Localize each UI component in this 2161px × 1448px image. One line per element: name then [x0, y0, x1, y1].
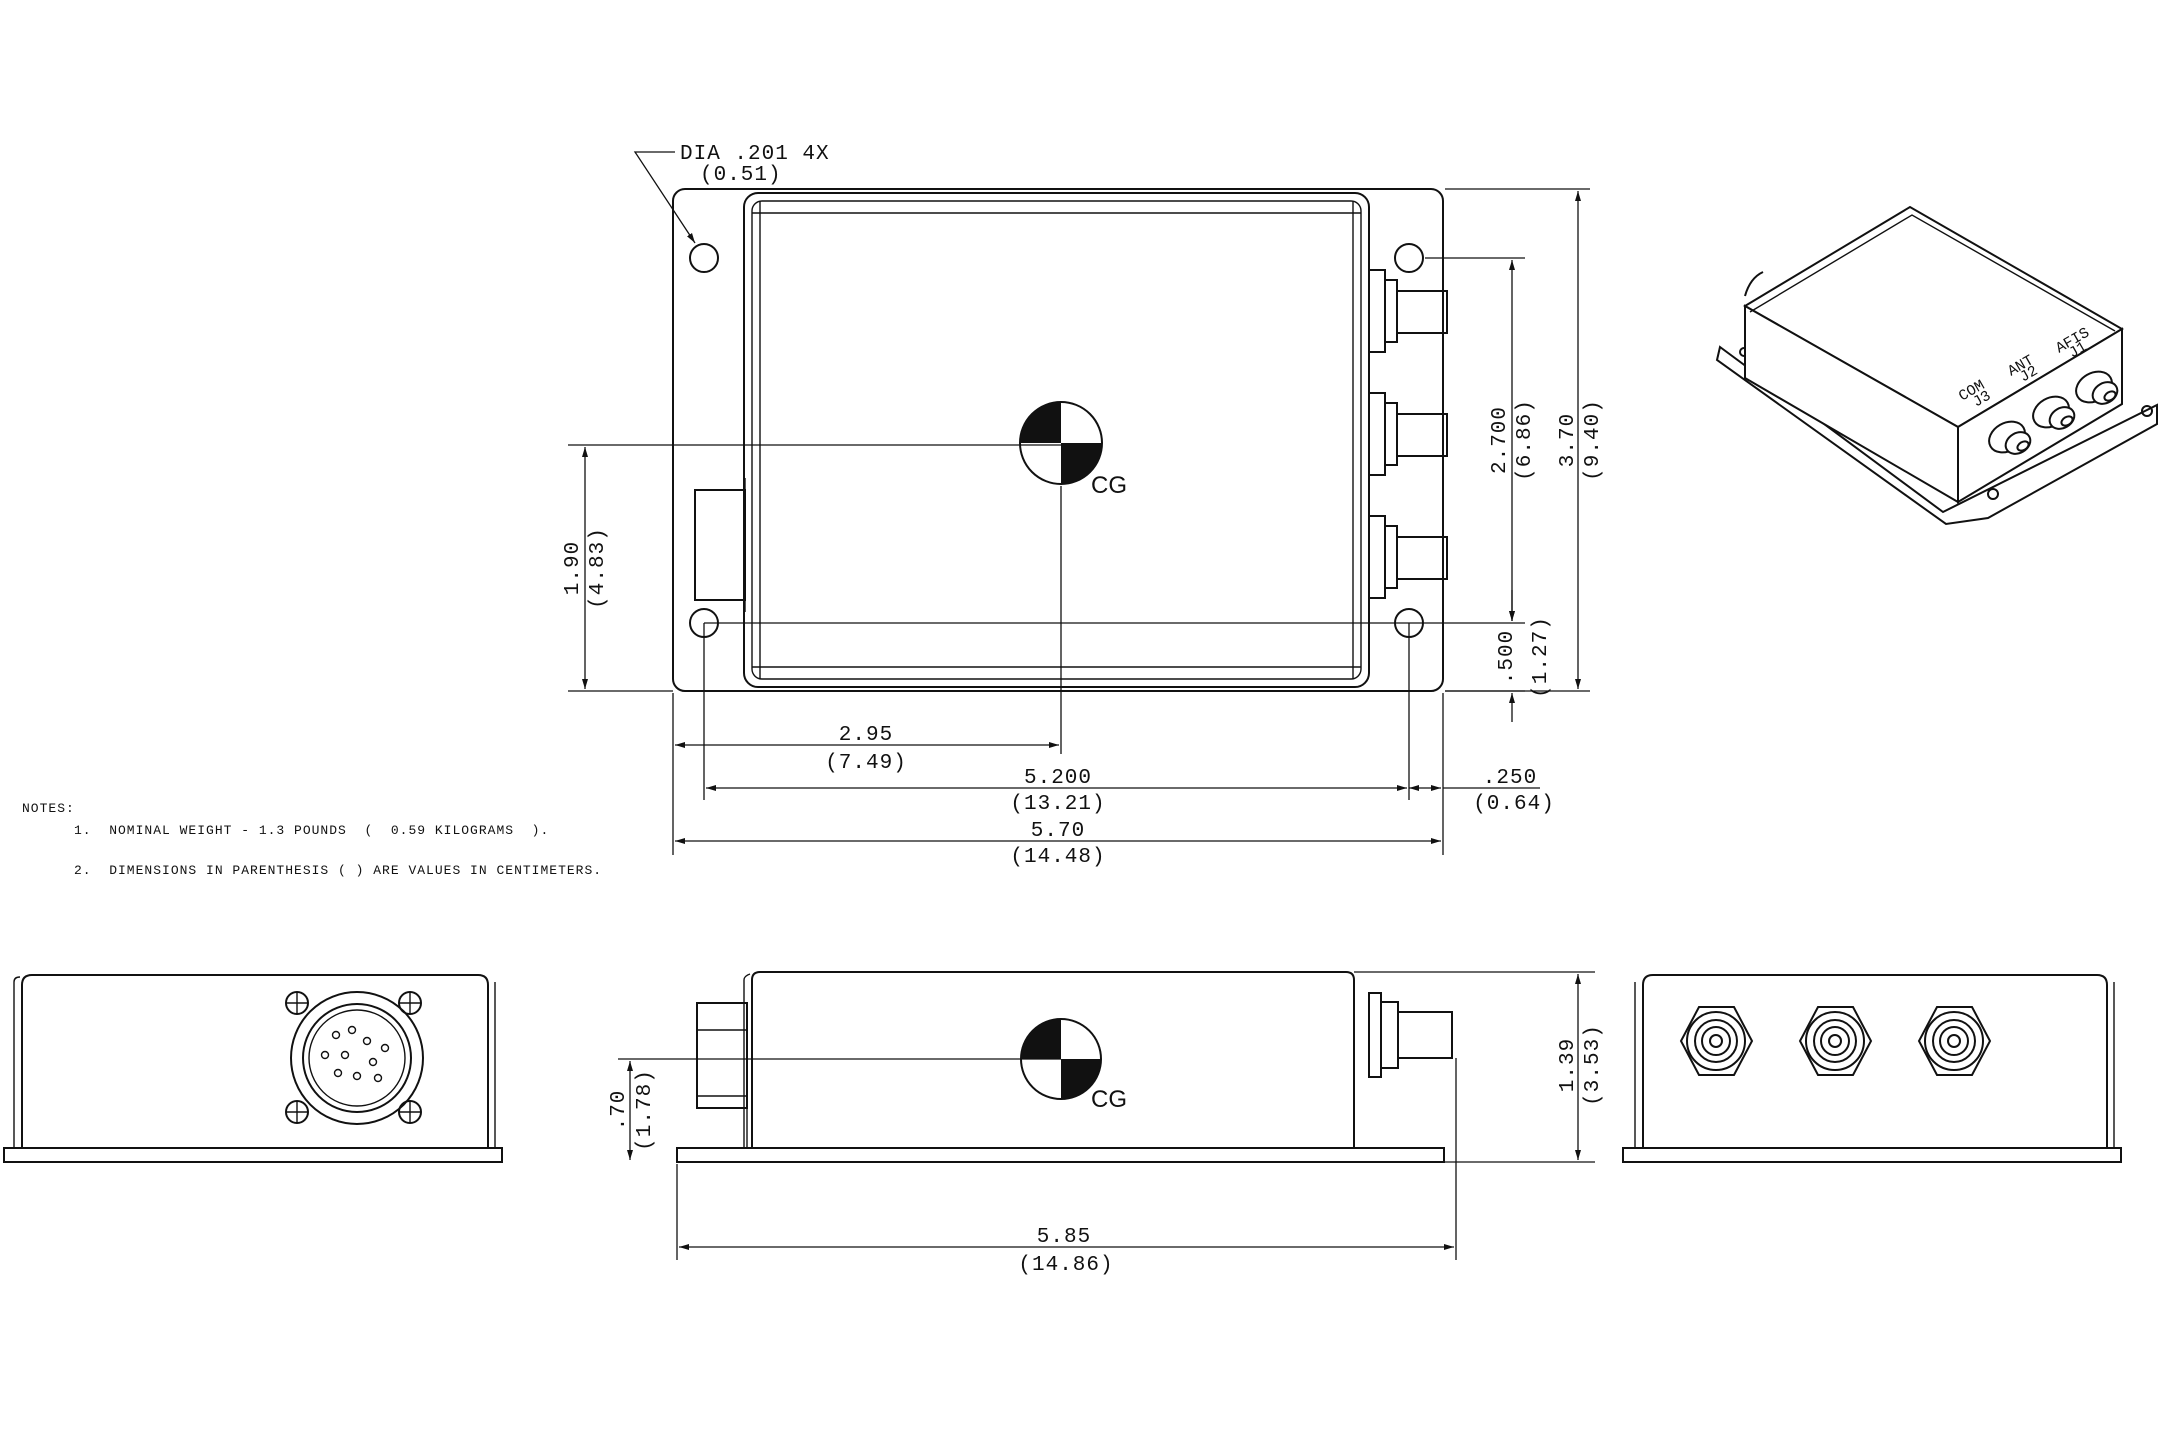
top-view: CG DIA .201 4X (0.51) 1.90 (4.83) 2.700 … — [562, 143, 1605, 869]
dim-370: 3.70 — [1557, 413, 1580, 467]
side-view: CG .70 (1.78) 1.39 (3.53) 5.85 (14.86) — [608, 971, 1605, 1277]
isometric-view: COM J3 ANT J2 AFIS J1 — [1715, 205, 2158, 526]
dim-250-cm: (0.64) — [1473, 793, 1555, 816]
dim-139-cm: (3.53) — [1582, 1024, 1605, 1106]
right-end-body — [1642, 974, 2108, 1148]
mounting-hole-tl — [689, 243, 719, 273]
side-bnc — [1368, 992, 1453, 1078]
bnc-connector-2 — [1368, 392, 1448, 476]
bnc-connector-3 — [1368, 515, 1448, 599]
dim-070: .70 — [608, 1090, 631, 1131]
side-connector-top-view — [694, 489, 746, 601]
iso-connector-ant — [2032, 395, 2076, 430]
dim-370-cm: (9.40) — [1582, 399, 1605, 481]
dim-295-cm: (7.49) — [825, 752, 907, 775]
right-end-flange — [1622, 1147, 2122, 1163]
dim-139: 1.39 — [1557, 1038, 1580, 1092]
dia-callout-label: DIA .201 4X — [680, 143, 830, 166]
iso-connector-afis — [2075, 370, 2119, 405]
dia-leader-line — [633, 151, 696, 244]
right-end-view — [1622, 974, 2122, 1163]
note-2: 2. DIMENSIONS IN PARENTHESIS ( ) ARE VAL… — [74, 863, 602, 878]
iso-connector-com — [1988, 420, 2032, 455]
dim-2700: 2.700 — [1489, 406, 1512, 474]
dia-callout-metric: (0.51) — [700, 164, 782, 187]
dim-2700-cm: (6.86) — [1514, 399, 1537, 481]
notes-block: NOTES: 1. NOMINAL WEIGHT - 1.3 POUNDS ( … — [22, 801, 602, 878]
dim-070-cm: (1.78) — [634, 1069, 657, 1151]
dim-585: 5.85 — [1037, 1226, 1091, 1249]
dim-250: .250 — [1483, 767, 1537, 790]
bnc-connector-1 — [1368, 269, 1448, 353]
left-end-view — [3, 974, 503, 1163]
iso-label-j1: J1 — [2066, 339, 2090, 363]
dim-570-cm: (14.48) — [1010, 846, 1105, 869]
connector-screws — [285, 991, 422, 1124]
iso-label-j3: J3 — [1970, 388, 1994, 412]
note-1: 1. NOMINAL WEIGHT - 1.3 POUNDS ( 0.59 KI… — [74, 823, 549, 838]
iso-flange — [1715, 345, 2158, 526]
side-connector — [696, 1002, 748, 1109]
left-end-body — [21, 974, 489, 1148]
side-flange — [676, 1147, 1445, 1163]
dim-295: 2.95 — [839, 724, 893, 747]
dim-585-cm: (14.86) — [1018, 1254, 1113, 1277]
dim-190: 1.90 — [562, 541, 585, 595]
side-body — [751, 971, 1355, 1148]
notes-heading: NOTES: — [22, 801, 75, 816]
dim-5200-cm: (13.21) — [1010, 793, 1105, 816]
dim-5200: 5.200 — [1024, 767, 1092, 790]
end-bnc-1 — [1679, 1006, 1754, 1076]
dim-500: .500 — [1496, 630, 1519, 684]
cg-symbol-top — [1019, 401, 1103, 485]
dim-500-cm: (1.27) — [1530, 616, 1553, 698]
mounting-hole-tr — [1394, 243, 1424, 273]
circular-connector — [290, 991, 424, 1125]
left-end-flange — [3, 1147, 503, 1163]
cg-label-side: CG — [1091, 1086, 1127, 1113]
end-bnc-3 — [1917, 1006, 1992, 1076]
iso-label-j2: J2 — [2017, 363, 2041, 387]
cg-label-top: CG — [1091, 472, 1127, 499]
end-bnc-2 — [1798, 1006, 1873, 1076]
dim-570: 5.70 — [1031, 820, 1085, 843]
mounting-flange — [672, 188, 1444, 692]
dim-190-cm: (4.83) — [587, 527, 610, 609]
